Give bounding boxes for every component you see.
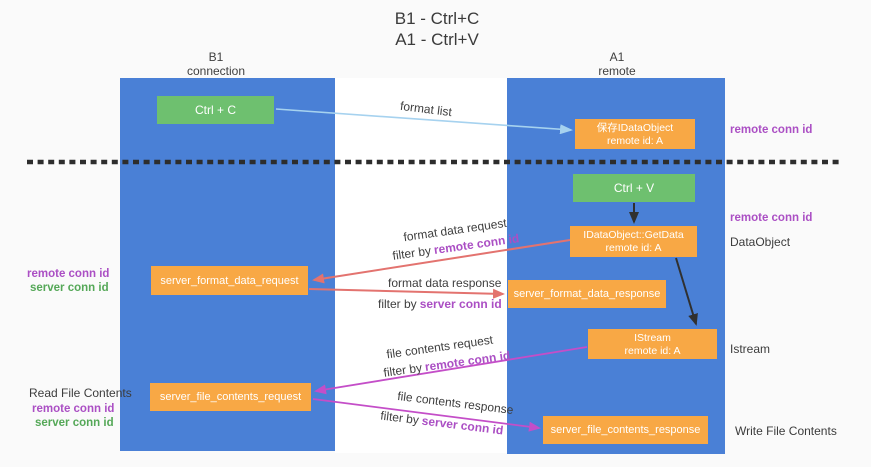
- format-data-response-label: format data response: [388, 276, 502, 290]
- column-b1-name: B1: [208, 50, 224, 64]
- right-remote-conn-id-1: remote conn id: [730, 124, 813, 136]
- write-file-contents-label: Write File Contents: [735, 424, 837, 438]
- node-istream: IStream remote id: A: [588, 329, 717, 359]
- istream-label: Istream: [730, 342, 771, 356]
- node-ctrl-c: Ctrl + C: [157, 96, 274, 124]
- column-b1-role: connection: [186, 64, 246, 78]
- server-conn-id-text: server conn id: [419, 297, 502, 311]
- column-header-a1: A1 remote: [598, 50, 635, 78]
- node-save-idataobject: 保存IDataObject remote id: A: [575, 119, 695, 149]
- node-idataobject-getdata: IDataObject::GetData remote id: A: [570, 226, 697, 257]
- left-server-conn-id-2: server conn id: [35, 417, 114, 429]
- node-istream-line2: remote id: A: [624, 345, 681, 357]
- read-file-contents-label: Read File Contents: [29, 386, 132, 400]
- node-getdata-line2: remote id: A: [605, 242, 662, 254]
- node-getdata-line1: IDataObject::GetData: [583, 229, 684, 241]
- filter-by-text: filter by: [378, 297, 417, 311]
- column-a1-role: remote: [598, 64, 636, 78]
- column-a1-name: A1: [609, 50, 625, 64]
- left-server-conn-id-1: server conn id: [30, 282, 109, 294]
- column-header-b1: B1 connection: [187, 50, 245, 78]
- node-istream-line1: IStream: [634, 332, 671, 344]
- title-line-2: A1 - Ctrl+V: [395, 30, 479, 49]
- left-remote-conn-id-1: remote conn id: [27, 268, 110, 280]
- node-server-format-data-response: server_format_data_response: [508, 280, 666, 308]
- node-server-file-contents-response: server_file_contents_response: [543, 416, 708, 444]
- dataobject-label: DataObject: [730, 235, 791, 249]
- node-save-idataobject-line2: remote id: A: [606, 135, 664, 147]
- node-ctrl-v: Ctrl + V: [573, 174, 695, 202]
- left-remote-conn-id-2: remote conn id: [32, 403, 115, 415]
- node-server-format-data-request: server_format_data_request: [151, 266, 308, 295]
- right-remote-conn-id-2: remote conn id: [730, 212, 813, 224]
- diagram-title: B1 - Ctrl+C A1 - Ctrl+V: [395, 8, 480, 50]
- node-save-idataobject-line1: 保存IDataObject: [596, 122, 674, 134]
- node-server-file-contents-request: server_file_contents_request: [150, 383, 311, 411]
- title-line-1: B1 - Ctrl+C: [394, 9, 480, 28]
